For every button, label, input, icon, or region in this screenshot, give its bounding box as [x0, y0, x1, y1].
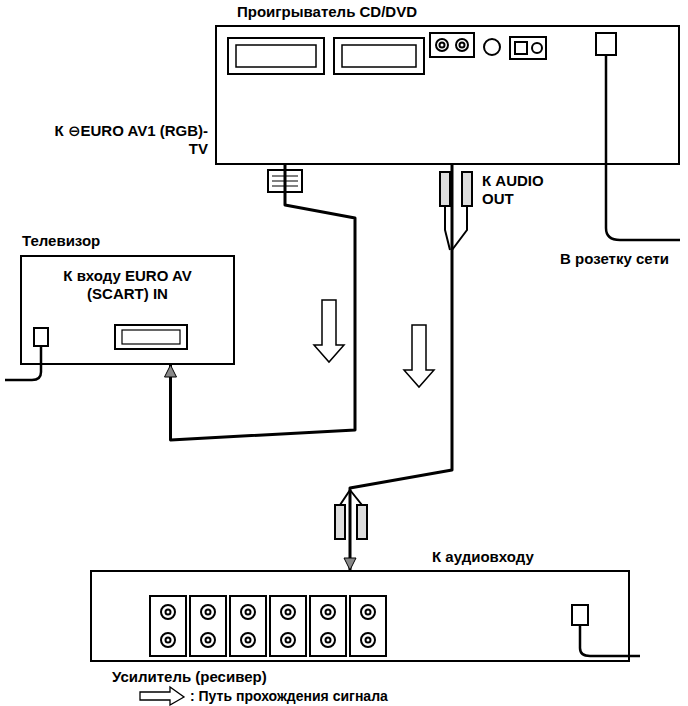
signal-arrow [314, 300, 344, 362]
connector-label: К аудиовходу [432, 548, 592, 566]
rca-plug [462, 172, 472, 206]
node-title: Телевизор [22, 232, 100, 250]
scart-socket [334, 38, 424, 74]
player-box: Проигрыватель CD/DVD [215, 25, 680, 165]
power-cord [580, 625, 640, 656]
power-cord [606, 55, 680, 240]
rca-plug [357, 505, 367, 539]
rca-jacks [430, 33, 474, 57]
rca-plug [440, 172, 450, 206]
cable [344, 165, 452, 570]
node-title: Усилитель (ресивер) [112, 668, 267, 686]
node-text: К входу EURO AV (SCART) IN [32, 267, 223, 303]
legend-text: : Путь прохождения сигнала [190, 688, 388, 705]
connector-label: К AUDIO OUT [482, 172, 544, 208]
scart-socket [228, 38, 324, 74]
signal-arrow [404, 325, 434, 387]
legend-arrow [140, 687, 184, 705]
connector-label: К ⊖EURO AV1 (RGB)-TV [40, 122, 208, 158]
power-cord [5, 346, 41, 380]
node-title: Проигрыватель CD/DVD [237, 3, 417, 21]
note-label: В розетку сети [560, 250, 680, 268]
power-socket [34, 328, 48, 346]
svideo-jack [484, 39, 500, 55]
cable [165, 165, 356, 440]
power-socket [596, 33, 616, 55]
rca-plug [335, 505, 345, 539]
power-socket [572, 605, 588, 625]
scart-socket [115, 325, 187, 349]
tv-box: ТелевизорК входу EURO AV (SCART) IN [20, 255, 235, 365]
amplifier-box: Усилитель (ресивер) [90, 570, 630, 662]
amp-jacks [150, 596, 386, 656]
